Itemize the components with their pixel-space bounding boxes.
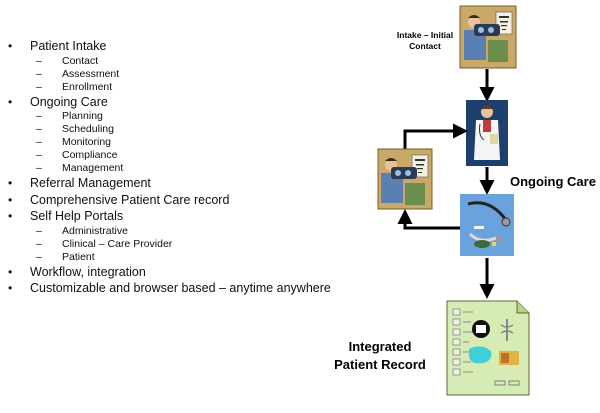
patient-record-document-icon [446,300,530,396]
bullet-icon: • [8,264,13,279]
bullet-icon: • [8,192,13,207]
intake-label-line2: Contact [409,41,441,51]
outline-item-label: Self Help Portals [30,209,124,223]
intake-label-line1: Intake – Initial [397,30,453,40]
bullet-icon: • [8,281,13,295]
outline-subitem: – Enrollment [8,81,338,94]
outline-item: • Referral Management [8,175,338,192]
bullet-icon: • [8,176,13,190]
outline-subitem: – Assessment [8,68,338,81]
doctor-icon [466,100,508,166]
outline-item: • Comprehensive Patient Care record [8,192,338,209]
outline-subitem: – Contact [8,55,338,68]
outline-subitem: – Patient [8,251,338,264]
dash-marker-icon: – [36,123,42,135]
record-label-line1: Integrated [349,339,412,354]
outline-subitem-label: Scheduling [62,123,114,135]
outline-list: •Patient Intake–Contact–Assessment–Enrol… [8,38,338,297]
record-label-line2: Patient Record [334,357,426,372]
outline-item-label: Referral Management [30,176,151,190]
medical-instruments-icon [460,194,514,256]
outline-item: • Patient Intake [8,38,338,55]
outline-subitem-label: Contact [62,54,99,67]
dash-marker-icon: – [36,237,42,250]
dash-marker-icon: – [36,162,42,174]
outline-subitem: – Administrative [8,225,338,238]
bullet-icon: • [8,39,13,53]
outline-item: • Customizable and browser based – anytim… [8,280,338,297]
feature-outline: •Patient Intake–Contact–Assessment–Enrol… [8,38,338,297]
outline-subitem: – Planning [8,110,338,123]
dash-marker-icon: – [36,67,42,80]
outline-item: • Workflow, integration [8,264,338,281]
arrow-loop-to-doctor [403,123,468,150]
dash-marker-icon: – [36,224,42,237]
outline-subitem: – Management [8,162,338,175]
dash-marker-icon: – [36,110,42,122]
outline-subitem-label: Compliance [62,149,118,161]
outline-subitem: – Clinical – Care Provider [8,238,338,251]
dash-marker-icon: – [36,250,42,263]
outline-subitem-label: Clinical – Care Provider [62,237,173,250]
outline-item-label: Workflow, integration [30,264,146,279]
outline-item-label: Comprehensive Patient Care record [30,192,230,207]
outline-subitem-label: Monitoring [62,136,112,148]
outline-subitem-label: Patient [62,250,95,263]
outline-subitem-label: Enrollment [62,80,113,93]
outline-item: • Ongoing Care [8,94,338,111]
outline-subitem: – Scheduling [8,123,338,136]
bullet-icon: • [8,94,13,109]
outline-subitem: – Monitoring [8,136,338,149]
outline-item-label: Ongoing Care [30,94,108,109]
dash-marker-icon: – [36,149,42,161]
arrow-tools-to-exam [397,209,460,230]
dash-marker-icon: – [36,80,42,93]
outline-subitem-label: Administrative [62,224,128,237]
outline-subitem-label: Assessment [62,67,120,80]
dash-marker-icon: – [36,136,42,148]
outline-subitem: – Compliance [8,149,338,162]
outline-subitem-label: Management [62,162,124,174]
outline-subitem-label: Planning [62,110,103,122]
bullet-icon: • [8,209,13,223]
outline-item: • Self Help Portals [8,208,338,225]
eye-exam-icon [459,5,517,69]
ongoing-care-label: Ongoing Care [510,174,596,189]
outline-item-label: Patient Intake [30,39,107,53]
dash-marker-icon: – [36,54,42,67]
eye-exam-icon [377,148,433,210]
outline-item-label: Customizable and browser based – anytime… [30,281,331,295]
